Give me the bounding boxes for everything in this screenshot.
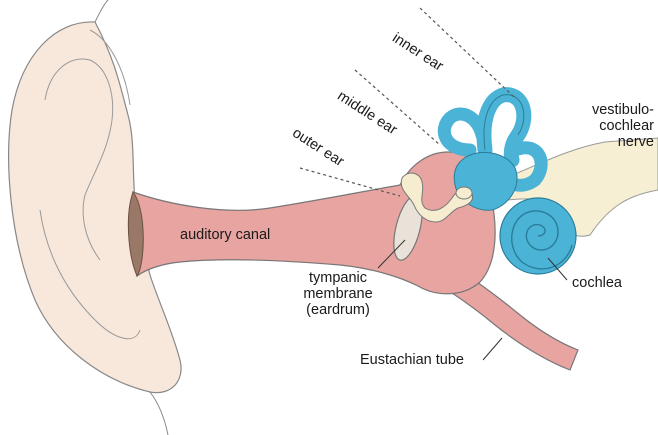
head-contour — [95, 0, 108, 22]
label-cochlea: cochlea — [572, 275, 622, 291]
jaw-contour — [150, 392, 168, 435]
semicircular-canal-superior — [444, 114, 482, 150]
tympanic-line-3: (eardrum) — [298, 302, 378, 318]
tympanic-line-1: tympanic — [298, 270, 378, 286]
nerve-line-3: nerve — [560, 134, 654, 150]
nerve-line-2: cochlear — [560, 118, 654, 134]
label-tympanic-membrane: tympanic membrane (eardrum) — [298, 270, 378, 318]
tympanic-line-2: membrane — [298, 286, 378, 302]
label-eustachian-tube: Eustachian tube — [360, 352, 464, 368]
eustachian-leader — [483, 338, 502, 360]
nerve-line-1: vestibulo- — [560, 102, 654, 118]
oval-window — [456, 187, 472, 199]
label-vestibulocochlear-nerve: vestibulo- cochlear nerve — [560, 102, 654, 150]
label-auditory-canal: auditory canal — [180, 227, 270, 243]
